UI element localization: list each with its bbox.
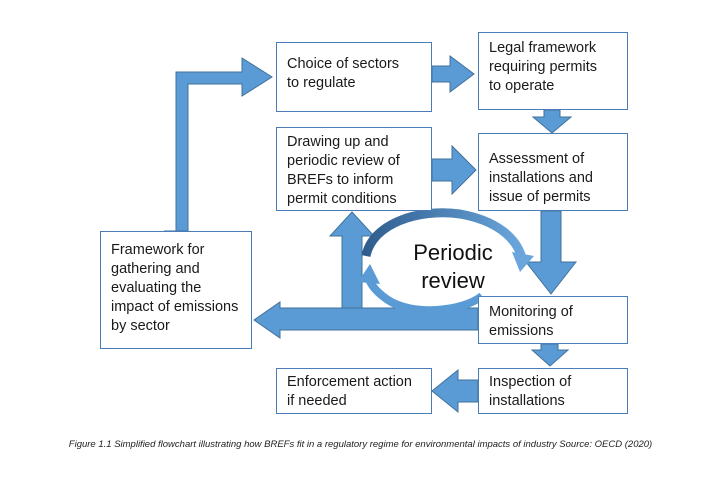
box-framework-emissions: Framework for gathering and evaluating t… [100,231,252,349]
box-enforcement: Enforcement action if needed [276,368,432,414]
box-choice-of-sectors: Choice of sectors to regulate [276,42,432,112]
box-choice-text: Choice of sectors to regulate [287,56,400,91]
box-legal-framework: Legal framework requiring permits to ope… [478,32,628,110]
arrow-monitor-to-inspect [530,343,570,367]
periodic-review-cycle [358,208,534,315]
arrow-legal-to-assess [531,109,573,134]
arrow-choice-to-legal [431,55,475,93]
box-assess-text: Assessment of installations and issue of… [489,151,593,205]
box-monitoring: Monitoring of emissions [478,296,628,344]
box-brefs-text: Drawing up and periodic review of BREFs … [287,134,400,207]
arrow-brefs-to-assess [431,144,477,196]
box-assessment: Assessment of installations and issue of… [478,133,628,211]
box-enforce-text: Enforcement action if needed [287,374,412,409]
box-legal-text: Legal framework requiring permits to ope… [489,40,597,94]
arrow-framework-to-choice [164,57,273,232]
arrow-up-to-brefs [328,211,376,309]
box-inspect-text: Inspection of installations [489,374,572,409]
figure-caption: Figure 1.1 Simplified flowchart illustra… [68,439,653,450]
box-monitor-text: Monitoring of emissions [489,304,573,339]
arrow-inspect-to-enforce [431,368,479,414]
periodic-review-label: Periodic review [413,240,493,293]
box-inspection: Inspection of installations [478,368,628,414]
box-framework-text: Framework for gathering and evaluating t… [111,242,239,334]
box-brefs-review: Drawing up and periodic review of BREFs … [276,127,432,211]
arrow-assess-to-monitor [524,210,578,295]
